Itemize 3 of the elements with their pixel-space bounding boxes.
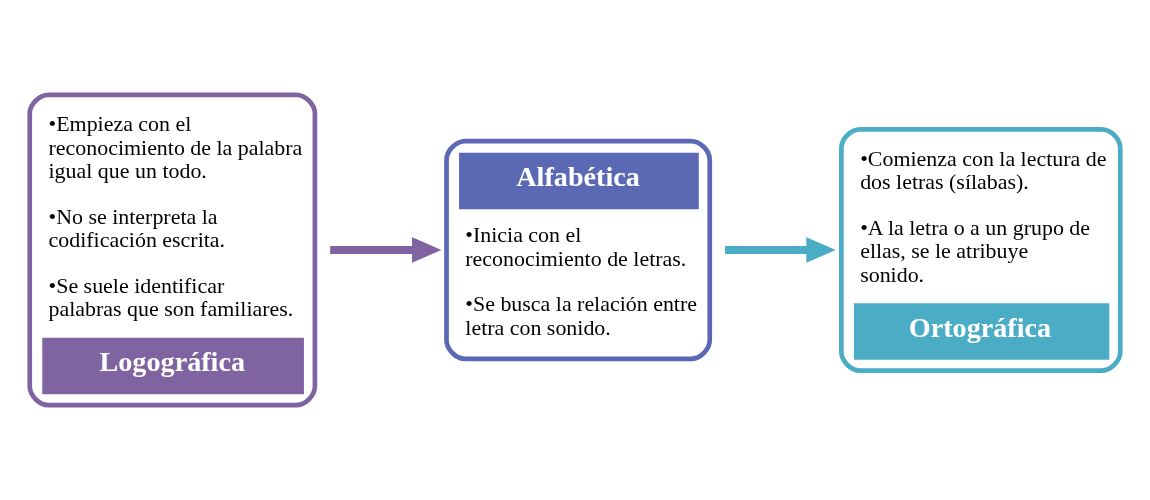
node-box: •Empieza con el reconocimiento de la palabra igual que un todo. •No se interpreta la codificación escrita. •Se suele identificar palabras que son familiares. Logográfica [27,92,318,408]
node-box: •Comienza con la lectura de dos letras (sílabas). •A la letra o a un grupo de ellas, se le atribuye sonido. Ortográfica [839,127,1123,373]
node-box: Alfabética •Inicia con el reconocimiento de letras. •Se busca la relación entre letra con sonido. [444,138,713,362]
